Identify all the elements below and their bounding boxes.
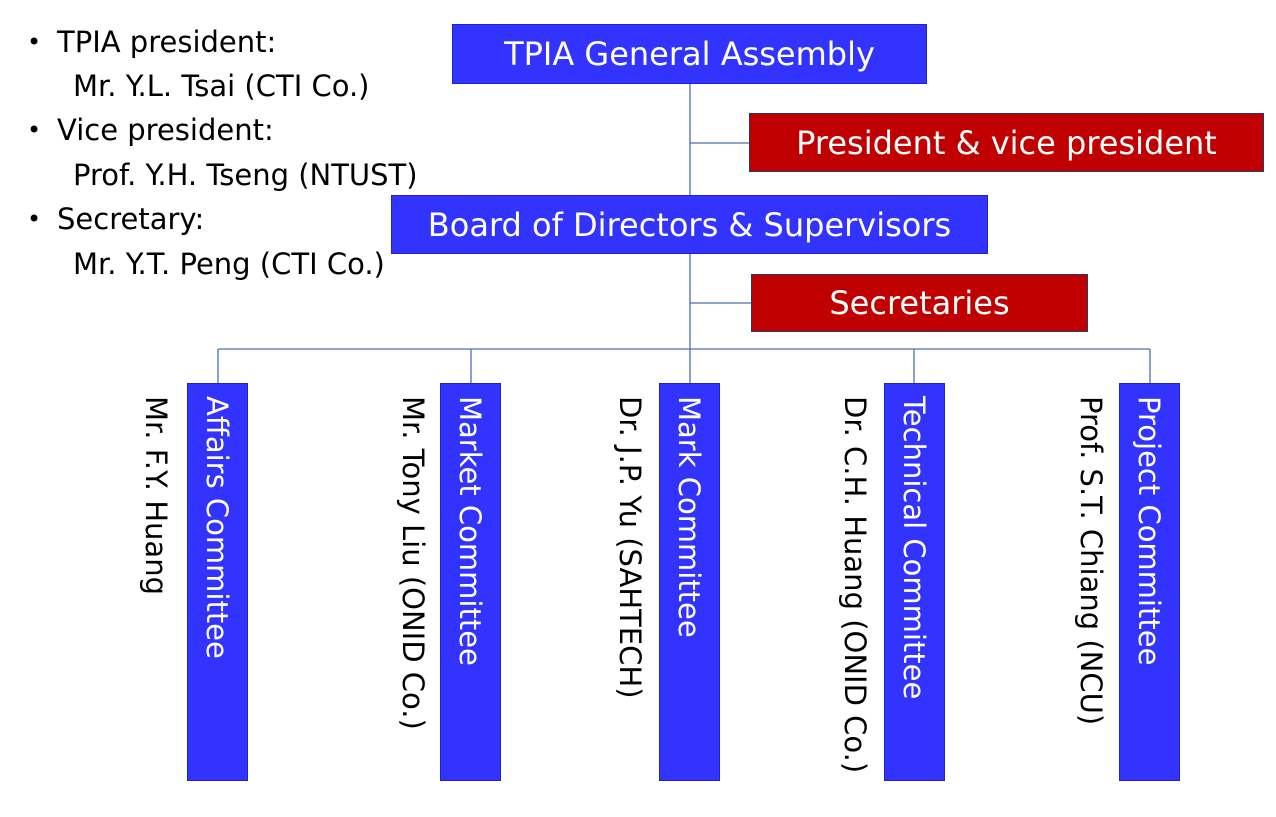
affairs-committee-chair: Mr. F.Y. Huang — [139, 396, 173, 595]
affairs-committee-label: Affairs Committee — [200, 396, 234, 659]
bullet-icon: • — [27, 205, 42, 233]
president-box: President & vice president — [749, 113, 1264, 172]
technical-committee-chair: Dr. C.H. Huang (ONID Co.) — [838, 396, 872, 774]
officer-role-president: TPIA president: — [57, 25, 277, 59]
officer-name-president: Mr. Y.L. Tsai (CTI Co.) — [73, 69, 370, 103]
market-committee-label: Market Committee — [453, 396, 487, 666]
market-committee-box — [440, 383, 501, 781]
mark-committee-label: Mark Committee — [672, 396, 706, 638]
officer-role-secretary: Secretary: — [57, 202, 205, 236]
bullet-icon: • — [27, 116, 42, 144]
mark-committee-box — [659, 383, 720, 781]
bullet-icon: • — [27, 28, 42, 56]
technical-committee-box — [884, 383, 945, 781]
project-committee-box — [1119, 383, 1180, 781]
affairs-committee-box — [187, 383, 248, 781]
market-committee-chair: Mr. Tony Liu (ONID Co.) — [396, 396, 430, 730]
officer-name-vice-president: Prof. Y.H. Tseng (NTUST) — [73, 158, 418, 192]
secretaries-box: Secretaries — [751, 274, 1088, 332]
project-committee-label: Project Committee — [1132, 396, 1166, 666]
officer-role-vice-president: Vice president: — [57, 113, 274, 147]
project-committee-chair: Prof. S.T. Chiang (NCU) — [1074, 396, 1108, 726]
mark-committee-chair: Dr. J.P. Yu (SAHTECH) — [613, 396, 647, 699]
officer-name-secretary: Mr. Y.T. Peng (CTI Co.) — [73, 247, 385, 281]
technical-committee-label: Technical Committee — [897, 396, 931, 700]
general-assembly-box: TPIA General Assembly — [452, 24, 927, 84]
board-box: Board of Directors & Supervisors — [391, 195, 988, 254]
